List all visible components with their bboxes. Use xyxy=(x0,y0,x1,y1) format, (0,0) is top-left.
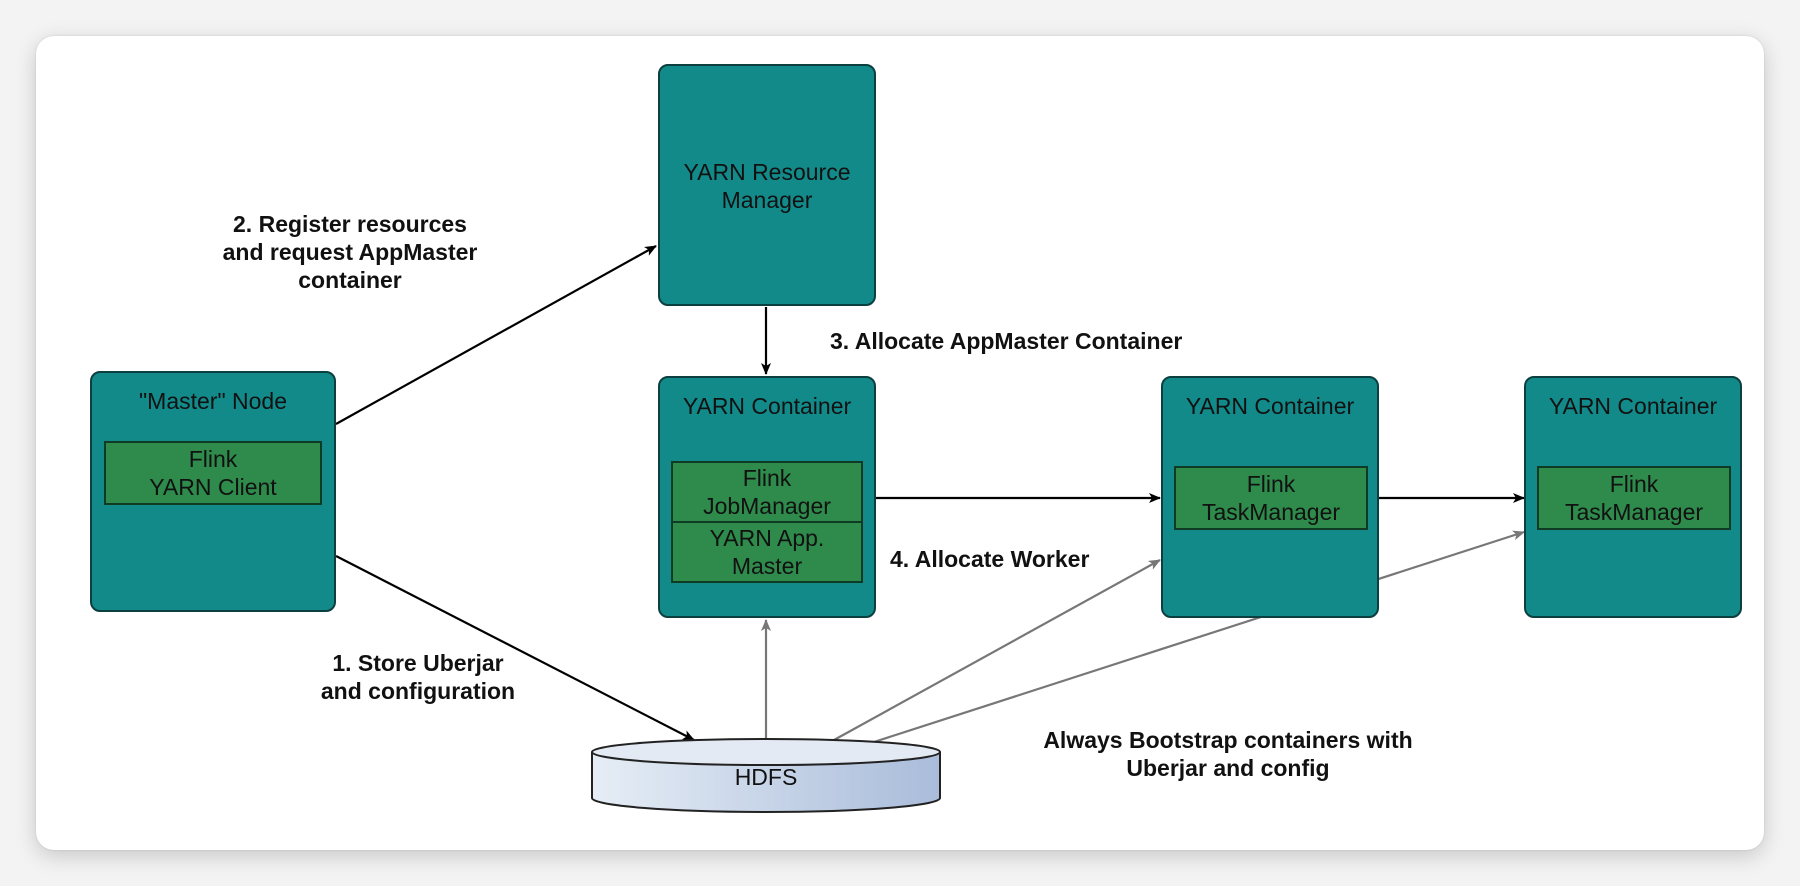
taskmanager-1-line1: Flink xyxy=(1246,471,1296,497)
yarn-container-worker-2: YARN Container Flink TaskManager xyxy=(1524,376,1742,618)
step-1-label: 1. Store Uberjar and configuration xyxy=(306,649,530,705)
bootstrap-note-line2: Uberjar and config xyxy=(1126,755,1330,781)
hdfs-label: HDFS xyxy=(734,764,798,790)
bootstrap-arrow-hdfs-to-worker-1 xyxy=(833,559,1161,741)
master-node: "Master" Node Flink YARN Client xyxy=(90,371,336,612)
step-1-line2: and configuration xyxy=(320,678,516,704)
worker-2-title: YARN Container xyxy=(1548,393,1718,419)
yarn-container-appmaster: YARN Container Flink JobManager YARN App… xyxy=(658,376,876,618)
arrow-client-to-hdfs xyxy=(335,555,695,741)
master-node-title: "Master" Node xyxy=(139,388,287,414)
worker-1-title: YARN Container xyxy=(1185,393,1355,419)
step-2-line3: container xyxy=(298,267,402,293)
flink-yarn-client: Flink YARN Client xyxy=(104,441,322,505)
step-2-line2: and request AppMaster xyxy=(222,239,478,265)
taskmanager-2-line2: TaskManager xyxy=(1564,499,1704,525)
bootstrap-note-line1: Always Bootstrap containers with xyxy=(1043,727,1413,753)
step-1-line1: 1. Store Uberjar xyxy=(332,650,504,676)
resource-manager-label-line1: YARN Resource xyxy=(683,159,851,185)
step-2-label: 2. Register resources and request AppMas… xyxy=(200,210,500,294)
appmaster-line2: Master xyxy=(731,553,803,579)
jobmanager-line2: JobManager xyxy=(703,493,831,519)
step-2-line1: 2. Register resources xyxy=(233,211,467,237)
taskmanager-2-line1: Flink xyxy=(1609,471,1659,497)
jobmanager-line1: Flink xyxy=(742,465,792,491)
flink-yarn-client-line2: YARN Client xyxy=(149,474,277,500)
flink-taskmanager-2: Flink TaskManager xyxy=(1537,466,1731,530)
appmaster-line1: YARN App. xyxy=(709,525,825,551)
yarn-app-master: YARN App. Master xyxy=(671,521,863,583)
resource-manager-label-line2: Manager xyxy=(721,187,813,213)
step-3-label: 3. Allocate AppMaster Container xyxy=(830,328,1183,354)
step-4-label: 4. Allocate Worker xyxy=(890,546,1090,572)
taskmanager-1-line2: TaskManager xyxy=(1201,499,1341,525)
hdfs-storage xyxy=(591,738,941,813)
yarn-container-worker-1: YARN Container Flink TaskManager xyxy=(1161,376,1379,618)
bootstrap-note: Always Bootstrap containers with Uberjar… xyxy=(1000,726,1456,782)
app-container-title: YARN Container xyxy=(682,393,852,419)
arrow-client-to-resource-manager xyxy=(335,245,657,425)
yarn-resource-manager: YARN Resource Manager xyxy=(658,64,876,306)
flink-taskmanager-1: Flink TaskManager xyxy=(1174,466,1368,530)
flink-jobmanager: Flink JobManager xyxy=(671,461,863,523)
bootstrap-arrow-hdfs-to-worker-2 xyxy=(873,530,1525,744)
flink-yarn-client-line1: Flink xyxy=(188,446,238,472)
